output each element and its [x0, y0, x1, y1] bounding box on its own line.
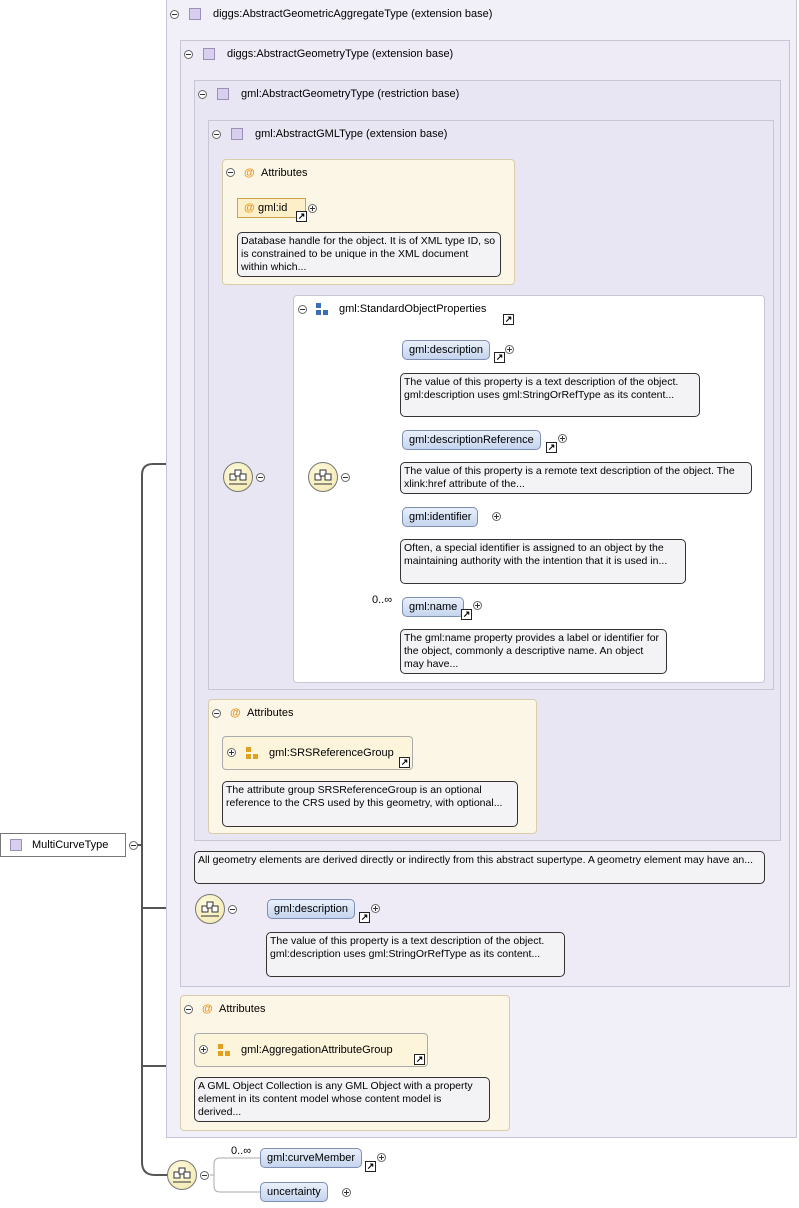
attribute-icon: @	[244, 202, 255, 214]
collapse-toggle[interactable]	[184, 1005, 193, 1014]
gml-id-attribute[interactable]: @ gml:id	[237, 198, 306, 218]
collapse-toggle[interactable]	[212, 130, 221, 139]
expand-toggle[interactable]	[227, 748, 236, 757]
collapse-toggle[interactable]	[170, 10, 179, 19]
element-group-icon	[316, 303, 328, 315]
collapse-toggle[interactable]	[198, 90, 207, 99]
geometry-doc: All geometry elements are derived direct…	[194, 851, 765, 884]
element-doc: The value of this property is a text des…	[266, 932, 565, 977]
collapse-toggle[interactable]	[184, 50, 193, 59]
element-uncertainty[interactable]: uncertainty	[260, 1182, 328, 1202]
element-doc: The value of this property is a text des…	[400, 373, 700, 417]
link-icon[interactable]: ↗	[359, 912, 370, 923]
collapse-toggle[interactable]	[341, 473, 350, 482]
attribute-icon: @	[202, 1003, 213, 1015]
collapse-toggle[interactable]	[256, 473, 265, 482]
element-gml-description-reference[interactable]: gml:descriptionReference	[402, 430, 541, 450]
element-gml-description[interactable]: gml:description	[402, 340, 490, 360]
link-icon[interactable]: ↗	[365, 1161, 376, 1172]
element-gml-curve-member[interactable]: gml:curveMember	[260, 1148, 363, 1168]
attribute-group-name: gml:SRSReferenceGroup	[269, 747, 394, 759]
type-title-geometry-res: gml:AbstractGeometryType (restriction ba…	[241, 88, 460, 100]
expand-toggle[interactable]	[199, 1045, 208, 1054]
expand-toggle[interactable]	[377, 1153, 386, 1162]
sequence-compositor-icon[interactable]	[167, 1160, 197, 1190]
attribute-group-icon	[246, 747, 258, 759]
complex-type-icon	[189, 8, 201, 20]
complex-type-icon	[231, 128, 243, 140]
element-doc: The value of this property is a remote t…	[400, 462, 752, 494]
expand-toggle[interactable]	[308, 204, 317, 213]
collapse-toggle[interactable]	[200, 1171, 209, 1180]
attribute-group-icon	[218, 1044, 230, 1056]
expand-toggle[interactable]	[371, 904, 380, 913]
occurrence-label: 0..∞	[372, 594, 393, 606]
attribute-icon: @	[244, 167, 255, 179]
element-gml-name[interactable]: gml:name	[402, 597, 465, 617]
type-title-aggregate: diggs:AbstractGeometricAggregateType (ex…	[213, 8, 493, 20]
element-gml-description[interactable]: gml:description	[267, 899, 355, 919]
attributes-label: Attributes	[247, 707, 294, 719]
link-icon[interactable]: ↗	[461, 609, 472, 620]
link-icon[interactable]: ↗	[503, 314, 514, 325]
collapse-toggle[interactable]	[212, 709, 221, 718]
expand-toggle[interactable]	[492, 512, 501, 521]
sequence-compositor-icon[interactable]	[195, 894, 225, 924]
collapse-toggle[interactable]	[298, 305, 307, 314]
link-icon[interactable]: ↗	[494, 352, 505, 363]
complex-type-icon	[10, 839, 22, 851]
aggregation-attribute-group[interactable]: gml:AggregationAttributeGroup	[194, 1033, 428, 1067]
aggregation-doc: A GML Object Collection is any GML Objec…	[194, 1077, 490, 1122]
collapse-toggle[interactable]	[228, 905, 237, 914]
srs-doc: The attribute group SRSReferenceGroup is…	[222, 781, 518, 827]
collapse-toggle[interactable]	[226, 168, 235, 177]
root-type-label: MultiCurveType	[32, 839, 109, 851]
element-doc: Often, a special identifier is assigned …	[400, 539, 686, 584]
attributes-label: Attributes	[219, 1003, 266, 1015]
link-icon[interactable]: ↗	[546, 442, 557, 453]
element-gml-identifier[interactable]: gml:identifier	[402, 507, 479, 527]
std-object-props-label: gml:StandardObjectProperties	[339, 303, 487, 315]
root-type-box[interactable]: MultiCurveType	[0, 833, 126, 857]
expand-toggle[interactable]	[342, 1188, 351, 1197]
gml-id-doc: Database handle for the object. It is of…	[237, 232, 501, 277]
complex-type-icon	[203, 48, 215, 60]
expand-toggle[interactable]	[473, 601, 482, 610]
type-title-geometry-ext: diggs:AbstractGeometryType (extension ba…	[227, 48, 454, 60]
sequence-compositor-icon[interactable]	[308, 462, 338, 492]
collapse-toggle[interactable]	[129, 841, 138, 850]
link-icon[interactable]: ↗	[414, 1054, 425, 1065]
type-title-gml-type: gml:AbstractGMLType (extension base)	[255, 128, 448, 140]
expand-toggle[interactable]	[505, 345, 514, 354]
attribute-icon: @	[230, 707, 241, 719]
complex-type-icon	[217, 88, 229, 100]
attributes-label: Attributes	[261, 167, 308, 179]
link-icon[interactable]: ↗	[399, 757, 410, 768]
occurrence-label: 0..∞	[231, 1145, 252, 1157]
expand-toggle[interactable]	[558, 434, 567, 443]
attribute-group-name: gml:AggregationAttributeGroup	[241, 1044, 393, 1056]
link-icon[interactable]: ↗	[296, 211, 307, 222]
srs-reference-group[interactable]: gml:SRSReferenceGroup	[222, 736, 413, 770]
sequence-compositor-icon[interactable]	[223, 462, 253, 492]
element-doc: The gml:name property provides a label o…	[400, 629, 667, 674]
attribute-name: gml:id	[258, 202, 288, 214]
